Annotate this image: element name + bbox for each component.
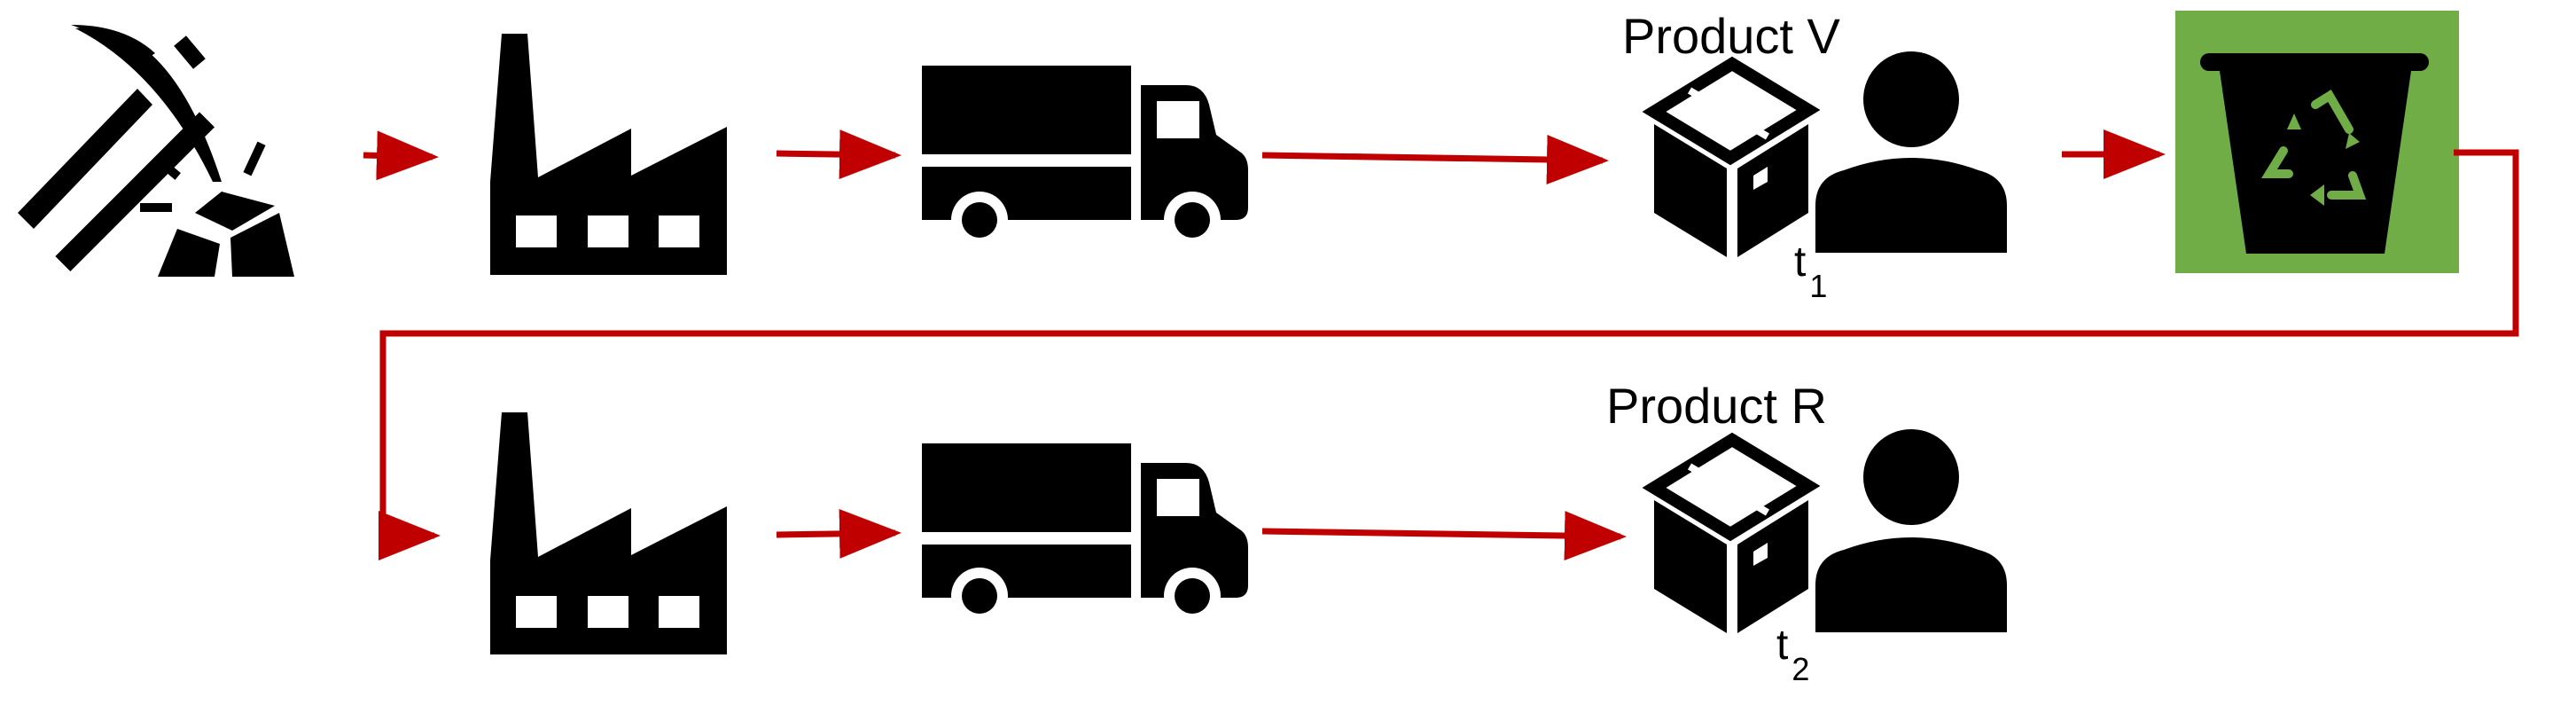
- factory-icon-bottom: [490, 412, 727, 654]
- arrow-truck-to-customer: [1261, 135, 1609, 185]
- arrow-mining-to-factory: [363, 130, 439, 181]
- product-r-label: Product R: [1606, 378, 1827, 434]
- recycle-bin-icon: [2175, 11, 2459, 273]
- truck-icon-bottom: [922, 443, 1248, 624]
- product-v-label: Product V: [1622, 8, 1840, 64]
- box-and-person-icon: [1642, 51, 2007, 257]
- arrow-recycle-loop-back: [379, 149, 2519, 560]
- arrow-factory-to-truck: [776, 129, 902, 180]
- arrow-factory-to-truck-bottom: [776, 508, 902, 559]
- factory-icon: [490, 34, 727, 275]
- truck-icon: [922, 66, 1248, 248]
- t2-label: t2: [1776, 622, 1810, 687]
- mining-pickaxe-icon: [18, 25, 294, 277]
- box-and-person-icon-bottom: [1642, 429, 2007, 633]
- t1-label: t1: [1794, 239, 1828, 304]
- arrow-truck-to-customer-bottom: [1261, 511, 1627, 561]
